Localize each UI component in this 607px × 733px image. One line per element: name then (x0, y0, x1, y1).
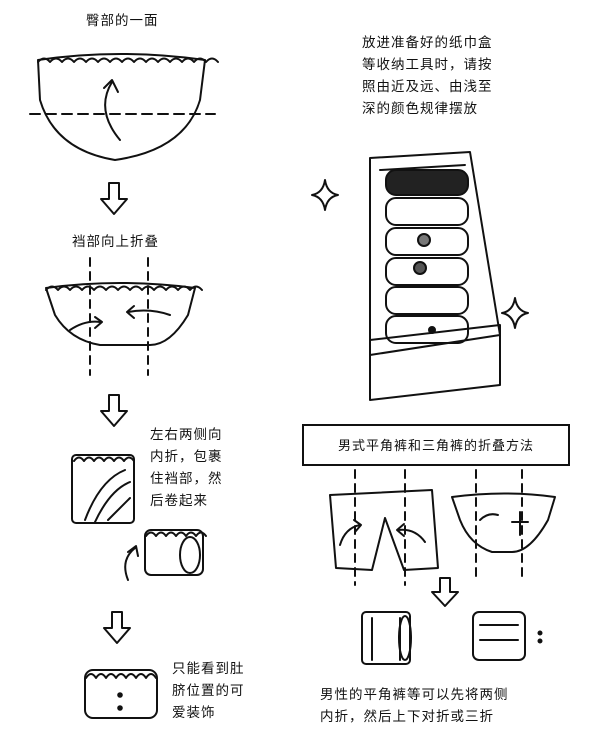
arrow-down-1 (100, 182, 128, 215)
sparkle-left (311, 179, 339, 211)
step-side-fold-label: 左右两侧向 内折，包裹 住裆部，然 后卷起来 (150, 424, 223, 512)
mens-tip-line: 男性的平角裤等可以先将两侧 (320, 687, 509, 703)
storage-box-drawing (369, 151, 501, 401)
step-decoration-line: 爱装饰 (172, 705, 216, 721)
arrow-down-4 (431, 577, 459, 607)
storage-tip-line: 放进准备好的纸巾盒 (362, 35, 493, 51)
storage-tip-label: 放进准备好的纸巾盒 等收纳工具时，请按 照由近及远、由浅至 深的颜色规律摆放 (362, 32, 493, 120)
step-decoration-label: 只能看到肚 脐位置的可 爱装饰 (172, 658, 245, 724)
step-side-fold-line: 住裆部，然 (150, 471, 223, 487)
folded-brief-drawing (472, 611, 543, 661)
step-decoration-line: 脐位置的可 (172, 683, 245, 699)
panty-roll-drawing (124, 529, 207, 581)
brief-drawing (451, 469, 556, 579)
step-hip-side-label: 臀部的一面 (86, 13, 159, 29)
panty-crotch-fold-drawing (45, 257, 203, 376)
step-side-fold-line: 左右两侧向 (150, 427, 223, 443)
mens-folding-banner: 男式平角裤和三角裤的折叠方法 (302, 424, 570, 466)
storage-tip-line: 深的颜色规律摆放 (362, 101, 478, 117)
folded-boxer-drawing (361, 611, 412, 665)
storage-tip-line: 照由近及远、由浅至 (362, 79, 493, 95)
arrow-down-2 (100, 394, 128, 427)
step-decoration-line: 只能看到肚 (172, 661, 245, 677)
mens-tip-line: 内折，然后上下对折或三折 (320, 709, 494, 725)
mens-tip-label: 男性的平角裤等可以先将两侧 内折，然后上下对折或三折 (320, 684, 509, 728)
banner-title: 男式平角裤和三角裤的折叠方法 (337, 439, 534, 454)
step-side-fold-line: 后卷起来 (150, 493, 208, 509)
step-side-fold-line: 内折，包裹 (150, 449, 223, 465)
storage-tip-line: 等收纳工具时，请按 (362, 57, 493, 73)
step-crotch-fold-label: 裆部向上折叠 (72, 234, 159, 250)
arrow-down-3 (103, 611, 131, 644)
panty-rolled-drawing (84, 669, 158, 719)
panty-flat-drawing (29, 53, 219, 161)
boxer-shorts-drawing (329, 469, 439, 586)
panty-side-fold-drawing (71, 454, 135, 524)
sparkle-right (501, 297, 529, 329)
